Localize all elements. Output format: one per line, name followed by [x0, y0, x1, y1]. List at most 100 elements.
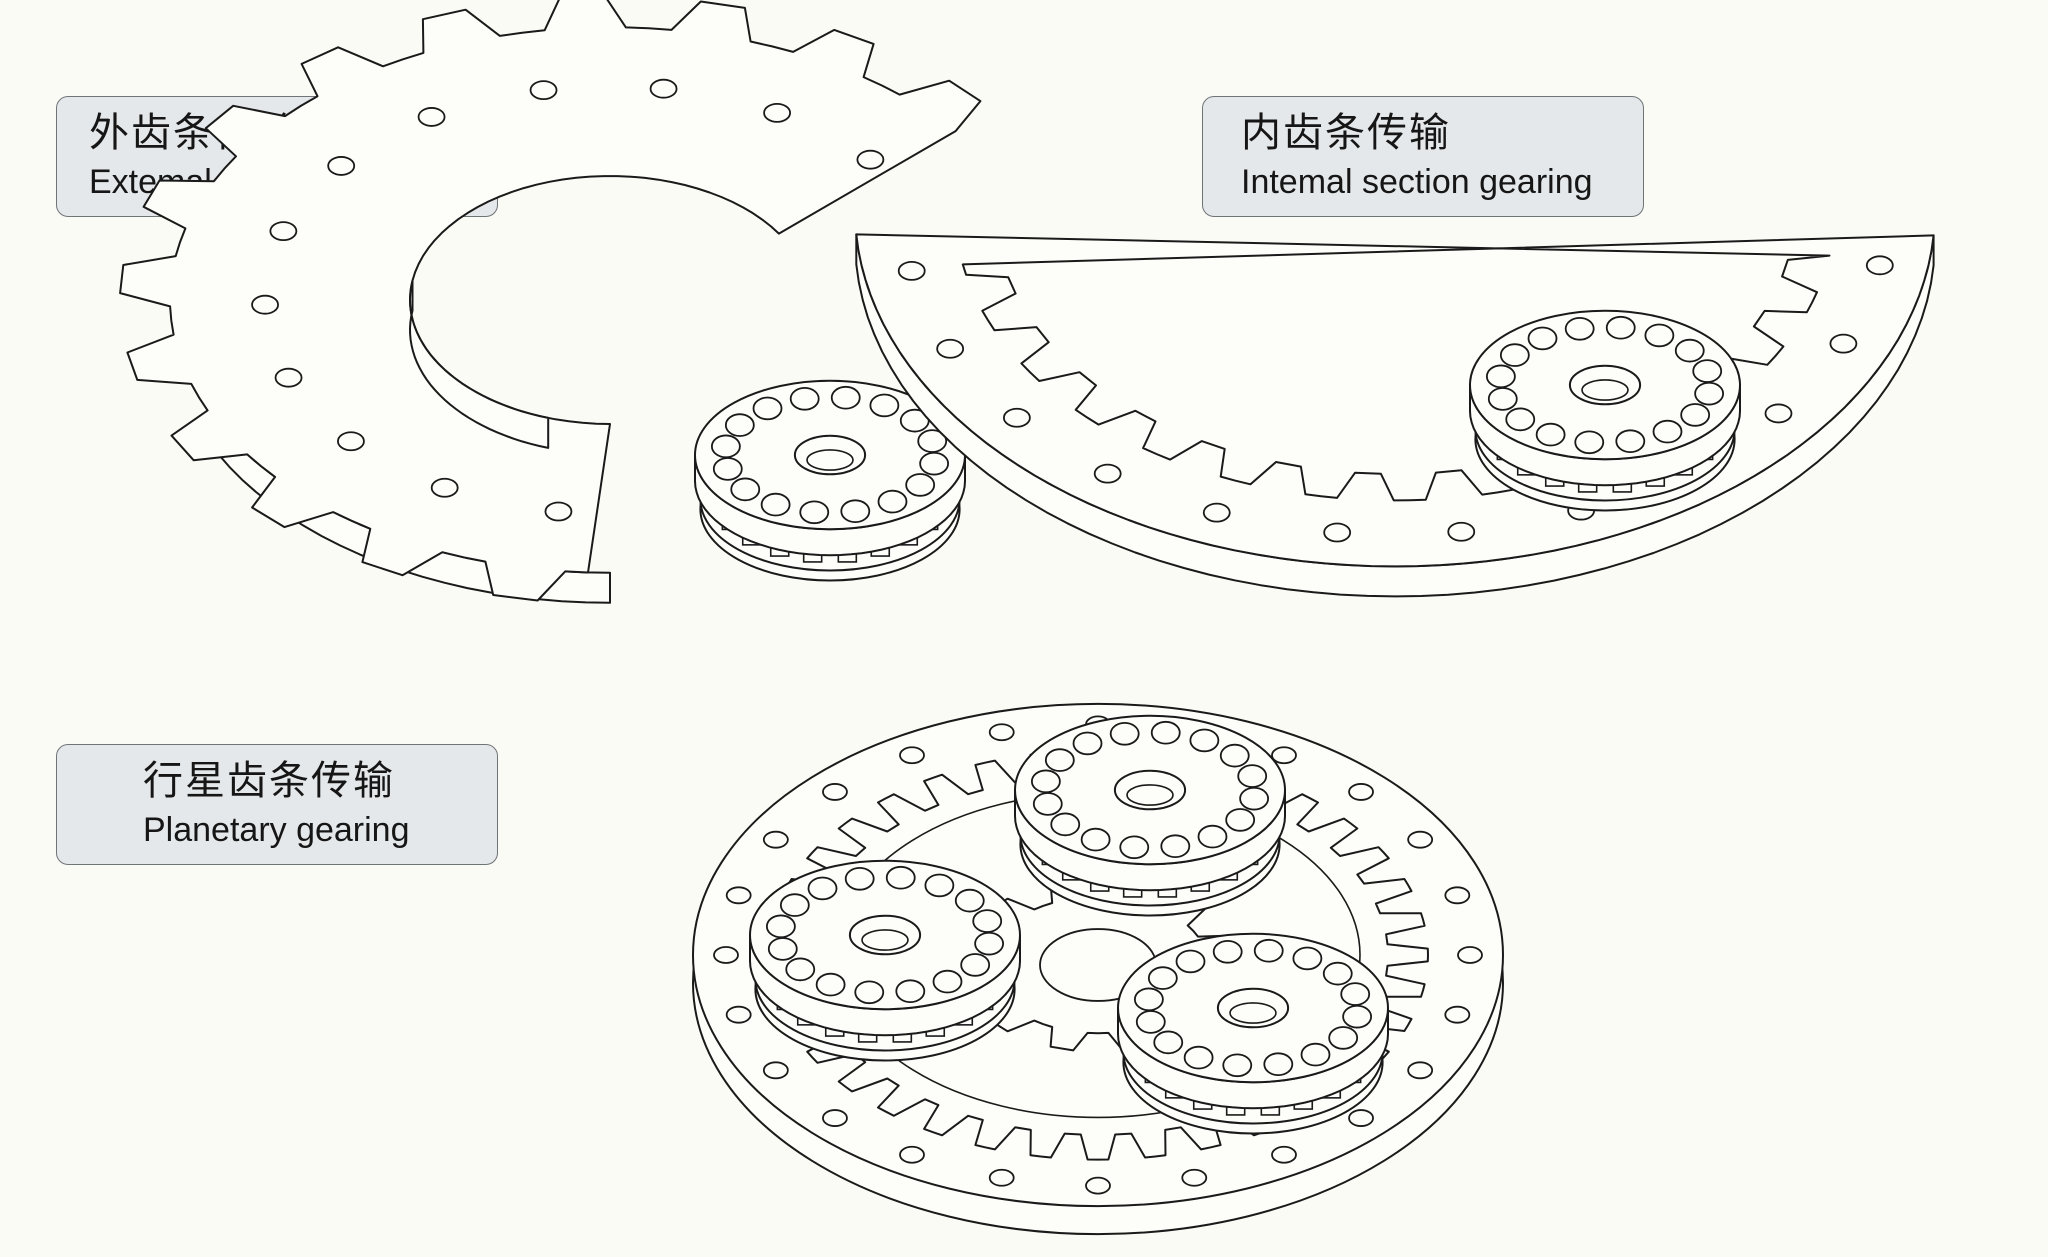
planetary-planet-disc-top-pin-hole [1080, 827, 1111, 852]
external-roller-disc-pin-hole [710, 434, 741, 459]
planetary-planet-disc-right-pin-hole [1183, 1045, 1214, 1070]
planetary-planet-disc-left-pin-hole [932, 969, 963, 994]
planetary-planet-disc-right-pin-hole [1300, 1042, 1331, 1067]
planetary-base-bolt-hole [822, 1109, 848, 1127]
planetary-base-bolt-hole [988, 723, 1015, 742]
internal-gearing-drawing [855, 233, 1935, 598]
planetary-planet-disc-left-pin-hole [807, 876, 838, 901]
internal-rack-bolt-hole [1323, 522, 1352, 543]
external-roller-disc [694, 379, 966, 582]
planetary-planet-disc-right-pin-hole [1212, 939, 1243, 964]
planetary-planet-disc-right-pin-hole [1322, 961, 1353, 986]
planetary-planet-disc-left-pin-hole [924, 873, 955, 898]
planetary-planet-disc-left-pin-hole [844, 866, 875, 891]
internal-roller-disc-pin-hole [1574, 430, 1605, 455]
external-rack-bolt-hole [649, 78, 678, 99]
planetary-planet-disc-top-pin-hole [1030, 769, 1061, 794]
planetary-base-bolt-hole [1457, 946, 1483, 964]
external-roller-disc-pin-hole [760, 492, 791, 517]
planetary-planet-disc-top-pin-hole [1109, 721, 1140, 746]
planetary-base-bolt-hole [1271, 1145, 1297, 1164]
internal-rack-bolt-hole [936, 338, 965, 359]
internal-rack-bolt-hole [1829, 333, 1858, 354]
label-planetary-en: Planetary gearing [143, 811, 410, 849]
internal-roller-disc-pin-hole [1564, 316, 1595, 341]
internal-roller-disc-pin-hole [1680, 403, 1711, 427]
planetary-planet-disc-top-pin-hole [1189, 728, 1220, 753]
external-roller-disc-pin-hole [840, 499, 871, 524]
external-roller-disc-pin-hole [752, 396, 783, 421]
planetary-planet-disc-top-pin-hole [1119, 835, 1150, 860]
external-roller-disc-pin-hole [917, 429, 948, 453]
internal-gear-rack-segment [855, 233, 1935, 568]
planetary-planet-disc-right-pin-hole [1292, 946, 1323, 971]
planetary-planet-disc-left-pin-hole [974, 931, 1005, 956]
external-roller-disc-pin-hole [830, 385, 861, 410]
planetary-planet-disc-left-pin-hole [972, 909, 1003, 933]
planetary-planet-disc-top-pin-hole [1050, 812, 1081, 837]
external-roller-disc-pin-hole [799, 500, 830, 525]
planetary-base-bolt-hole [1181, 1168, 1208, 1187]
planetary-planet-disc-right-pin-hole [1133, 987, 1164, 1012]
planetary-planet-disc-top-center-bore-inner [1126, 784, 1174, 806]
external-roller-disc-pin-hole [869, 393, 900, 418]
planetary-planet-disc-top-pin-hole [1197, 824, 1228, 849]
external-rack-bolt-hole [544, 501, 573, 522]
internal-roller-disc-center-bore-inner [1581, 379, 1629, 401]
planetary-planet-disc-right-pin-hole [1328, 1026, 1359, 1050]
label-planetary-cn: 行星齿条传输 [143, 758, 395, 804]
label-planetary-gearing: 行星齿条传输 Planetary gearing [56, 744, 498, 865]
planetary-planet-disc-left-pin-hole [785, 957, 816, 982]
planetary-planet-disc-top-pin-hole [1044, 748, 1075, 772]
planetary-base-bolt-hole [1407, 1061, 1434, 1080]
external-rack-bolt-hole [529, 80, 558, 101]
internal-rack-bolt-hole [1447, 521, 1476, 542]
label-internal-cn: 内齿条传输 [1241, 110, 1451, 156]
planetary-planet-disc-top [1014, 714, 1286, 917]
label-internal-section-gearing: 内齿条传输 Intemal section gearing [1202, 96, 1644, 217]
planetary-planet-disc-right-pin-hole [1342, 1004, 1373, 1029]
planetary-planet-disc-left-center-bore-inner [861, 929, 909, 951]
planetary-base-bolt-hole [822, 783, 848, 801]
external-rack-bolt-hole [430, 477, 459, 498]
external-roller-disc-pin-hole [730, 477, 761, 502]
planetary-base-bolt-hole [1271, 746, 1297, 765]
internal-rack-bolt-hole [897, 260, 926, 281]
planetary-planet-disc-left-pin-hole [954, 888, 985, 913]
planetary-planet-disc-top-pin-hole [1225, 808, 1256, 832]
planetary-planet-disc-right-pin-hole [1153, 1030, 1184, 1055]
internal-roller-disc-pin-hole [1652, 419, 1683, 444]
external-rack-bolt-hole [274, 367, 303, 388]
planetary-base-bolt-hole [725, 1005, 752, 1024]
internal-roller-disc-pin-hole [1527, 326, 1558, 351]
planetary-planet-disc-right-pin-hole [1222, 1053, 1253, 1078]
internal-roller-disc [1469, 309, 1741, 512]
planetary-planet-disc-top-pin-hole [1150, 720, 1181, 745]
planetary-planet-disc-top-pin-hole [1237, 764, 1268, 788]
internal-rack-bolt-hole [1202, 502, 1231, 523]
internal-rack-bolt-hole [1764, 403, 1793, 424]
planetary-planet-disc-top-pin-hole [1219, 743, 1250, 768]
internal-roller-disc-pin-hole [1487, 387, 1518, 411]
internal-roller-disc-pin-hole [1615, 429, 1646, 454]
planetary-base-bolt-hole [713, 946, 739, 964]
internal-rack-bolt-hole [1002, 407, 1031, 428]
planetary-base-bolt-hole [1407, 830, 1434, 849]
external-roller-disc-pin-hole [724, 413, 755, 437]
planetary-base-bolt-hole [1444, 1005, 1471, 1024]
planetary-planet-disc-left-pin-hole [854, 980, 885, 1005]
internal-roller-disc-pin-hole [1644, 323, 1675, 348]
internal-rack-bolt-hole [1865, 255, 1894, 276]
external-roller-disc-center-bore-inner [806, 449, 854, 471]
planetary-planet-disc-right-pin-hole [1175, 949, 1206, 974]
planetary-planet-disc-top-pin-hole [1239, 786, 1270, 811]
internal-roller-disc-pin-hole [1692, 359, 1723, 383]
external-rack-bolt-hole [327, 156, 356, 176]
planetary-planet-disc-right-pin-hole [1253, 938, 1284, 963]
planetary-planet-disc-left-pin-hole [779, 893, 810, 917]
external-rack-bolt-hole [269, 221, 298, 242]
planetary-planet-disc-top-pin-hole [1032, 792, 1063, 816]
planetary-base-bolt-hole [1348, 1109, 1374, 1127]
planetary-planet-disc-right-pin-hole [1147, 966, 1178, 990]
